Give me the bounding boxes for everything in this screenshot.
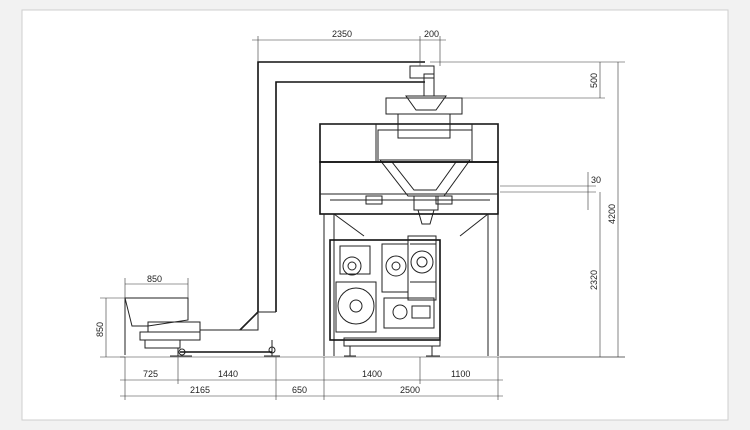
dim-2350: 2350 [332,29,352,39]
dim-650: 650 [292,385,307,395]
dim-2165: 2165 [190,385,210,395]
top-dimensions: 2350 200 [252,29,446,66]
dim-850-width: 850 [147,274,162,284]
z-conveyor [200,61,425,331]
packing-machine [329,235,441,357]
support-platform [319,161,499,356]
dim-1400: 1400 [362,369,382,379]
dim-1100: 1100 [451,369,470,379]
dim-2500: 2500 [400,385,420,395]
dim-850-height: 850 [95,322,105,337]
dim-500: 500 [589,73,599,88]
bottom-dimensions: 725 1440 1400 1100 2165 650 2500 [120,357,503,400]
paper-frame [21,9,729,421]
dim-30: 30 [591,175,601,185]
dim-725: 725 [143,369,158,379]
left-dimensions: 850 850 [95,274,189,358]
dim-2320: 2320 [589,270,599,290]
dim-4200: 4200 [607,204,617,224]
dim-1440: 1440 [218,369,238,379]
feed-hopper [124,297,280,357]
dim-200: 200 [424,29,439,39]
right-dimensions: 500 30 2320 4200 [430,61,625,358]
